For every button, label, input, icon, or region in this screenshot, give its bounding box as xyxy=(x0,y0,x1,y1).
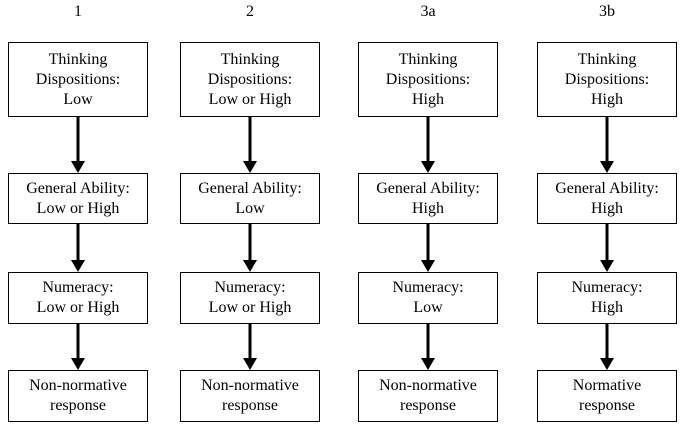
column-header: 3b xyxy=(599,3,615,20)
down-arrow xyxy=(71,224,85,272)
box-text-line: Dispositions: xyxy=(385,70,471,88)
box-text-line: Dispositions: xyxy=(564,70,650,88)
column-header: 2 xyxy=(246,3,254,20)
box-text-line: response xyxy=(50,397,106,414)
column-header: 1 xyxy=(74,3,82,20)
box-text-line: High xyxy=(591,299,623,316)
box-text-line: Low or High xyxy=(208,299,292,316)
box-text-line: General Ability: xyxy=(26,179,130,197)
box-text-line: Thinking xyxy=(48,50,108,68)
box-text-line: General Ability: xyxy=(555,179,659,197)
response-box: Non-normative response xyxy=(8,370,148,422)
box-text-line: Dispositions: xyxy=(207,70,293,88)
general-ability-box: General Ability: Low xyxy=(180,173,320,224)
response-box: Normative response xyxy=(537,370,677,422)
box-text-line: Low xyxy=(63,90,93,108)
down-arrow xyxy=(71,324,85,370)
down-arrow xyxy=(600,117,614,173)
box-text-line: Thinking xyxy=(577,50,637,68)
box-text-line: Thinking xyxy=(398,50,458,68)
box-text-line: response xyxy=(400,397,456,414)
down-arrow xyxy=(243,324,257,370)
down-arrow xyxy=(600,224,614,272)
box-text-line: Numeracy: xyxy=(42,279,114,296)
box-text-line: Low xyxy=(413,299,443,316)
box-text-line: Numeracy: xyxy=(214,279,286,296)
box-text-line: Normative xyxy=(572,377,642,394)
box-text-line: Non-normative xyxy=(379,377,477,394)
down-arrow xyxy=(243,224,257,272)
box-text-line: General Ability: xyxy=(198,179,302,197)
numeracy-box: Numeracy: High xyxy=(537,272,677,324)
box-text-line: High xyxy=(412,90,444,108)
box-text-line: Low xyxy=(235,199,265,217)
box-text-line: High xyxy=(591,199,623,217)
general-ability-box: General Ability: High xyxy=(537,173,677,224)
column-header: 3a xyxy=(420,3,436,20)
box-text-line: Low or High xyxy=(208,90,292,108)
down-arrow xyxy=(421,224,435,272)
numeracy-box: Numeracy: Low or High xyxy=(8,272,148,324)
numeracy-box: Numeracy: Low or High xyxy=(180,272,320,324)
general-ability-box: General Ability: Low or High xyxy=(8,173,148,224)
box-text-line: High xyxy=(591,90,623,108)
box-text-line: Numeracy: xyxy=(571,279,643,296)
box-text-line: Dispositions: xyxy=(35,70,121,88)
box-text-line: response xyxy=(222,397,278,414)
box-text-line: General Ability: xyxy=(376,179,480,197)
response-box: Non-normative response xyxy=(180,370,320,422)
box-text-line: Thinking xyxy=(220,50,280,68)
down-arrow xyxy=(421,324,435,370)
down-arrow xyxy=(243,117,257,173)
down-arrow xyxy=(600,324,614,370)
box-text-line: Numeracy: xyxy=(392,279,464,296)
box-text-line: response xyxy=(579,397,635,414)
down-arrow xyxy=(421,117,435,173)
box-text-line: Non-normative xyxy=(29,377,127,394)
box-text-line: High xyxy=(412,199,444,217)
box-text-line: Low or High xyxy=(36,199,120,217)
numeracy-box: Numeracy: Low xyxy=(358,272,498,324)
general-ability-box: General Ability: High xyxy=(358,173,498,224)
box-text-line: Low or High xyxy=(36,299,120,316)
down-arrow xyxy=(71,117,85,173)
box-text-line: Non-normative xyxy=(201,377,299,394)
response-box: Non-normative response xyxy=(358,370,498,422)
